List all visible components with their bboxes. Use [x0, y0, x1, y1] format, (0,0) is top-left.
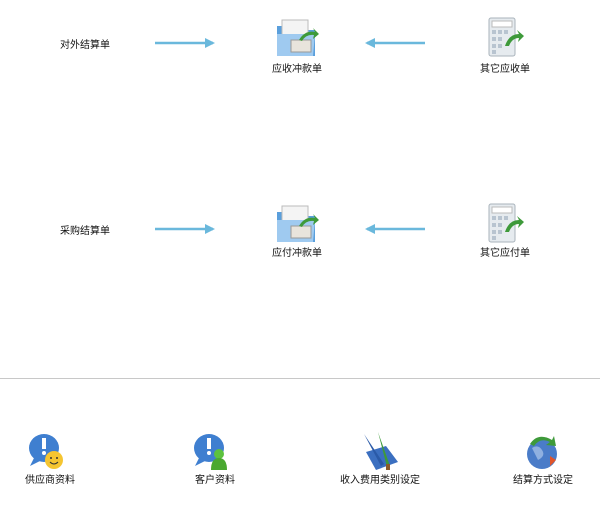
other-payable-icon[interactable] — [481, 202, 529, 246]
other-receivable-label[interactable]: 其它应收单 — [480, 64, 530, 75]
divider — [0, 378, 600, 379]
arrow-right-icon — [155, 38, 215, 48]
arrow-left-icon — [365, 224, 425, 234]
receivable-writeoff-icon[interactable] — [273, 16, 321, 60]
settlement-method-icon[interactable] — [518, 430, 566, 474]
payable-writeoff-label[interactable]: 应付冲款单 — [272, 248, 322, 259]
customer-info-label[interactable]: 客户资料 — [195, 475, 235, 486]
receivable-writeoff-label[interactable]: 应收冲款单 — [272, 64, 322, 75]
supplier-info-icon[interactable] — [24, 430, 72, 474]
other-payable-label[interactable]: 其它应付单 — [480, 248, 530, 259]
payable-writeoff-icon[interactable] — [273, 202, 321, 246]
purchase-settlement-label[interactable]: 采购结算单 — [60, 226, 110, 237]
arrow-right-icon — [155, 224, 215, 234]
arrow-left-icon — [365, 38, 425, 48]
category-settings-label[interactable]: 收入费用类别设定 — [340, 475, 420, 486]
supplier-info-label[interactable]: 供应商资料 — [25, 475, 75, 486]
category-settings-icon[interactable] — [356, 430, 404, 474]
settlement-method-label[interactable]: 结算方式设定 — [513, 475, 573, 486]
external-settlement-label[interactable]: 对外结算单 — [60, 40, 110, 51]
customer-info-icon[interactable] — [189, 430, 237, 474]
other-receivable-icon[interactable] — [481, 16, 529, 60]
